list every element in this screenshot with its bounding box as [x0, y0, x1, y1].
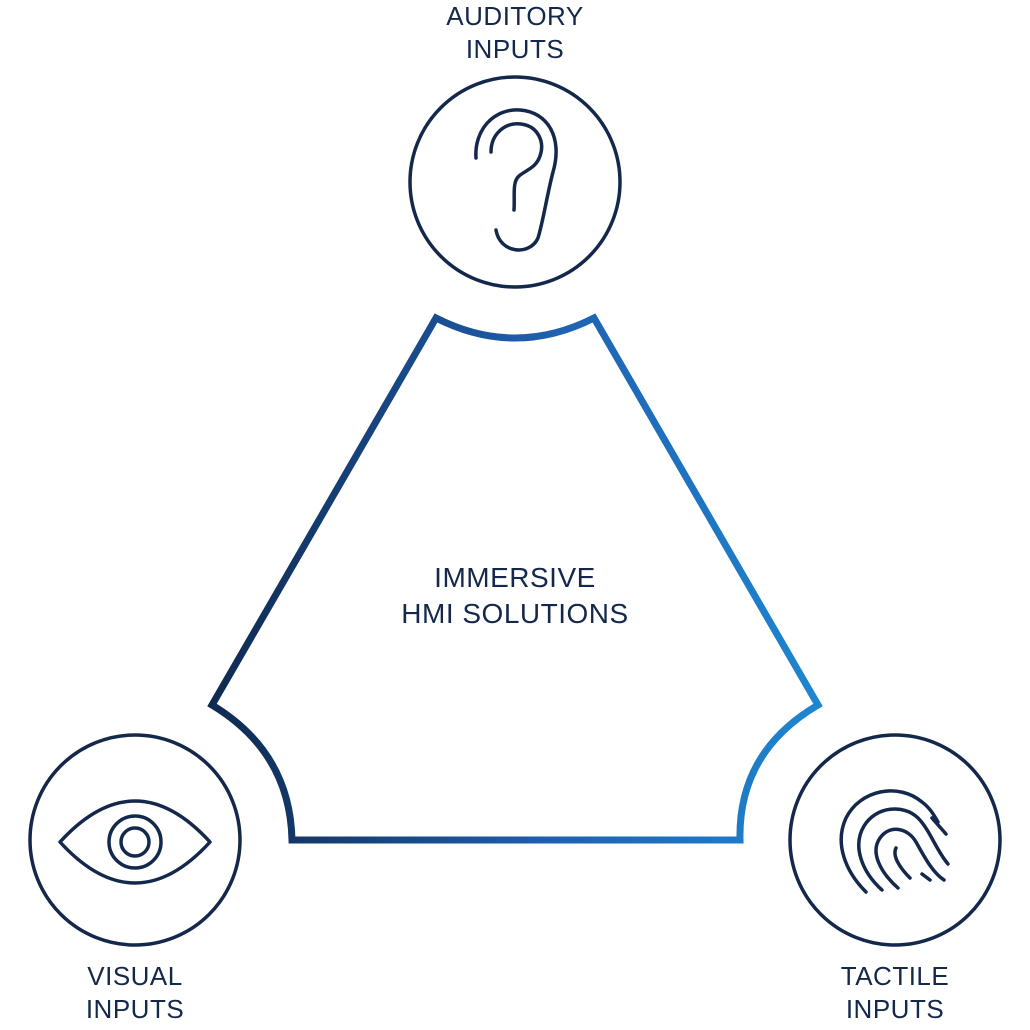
tactile-label-line2: INPUTS	[845, 994, 945, 1024]
visual-label-line1: VISUAL	[87, 961, 183, 991]
fingerprint-icon	[839, 789, 950, 894]
eye-icon	[58, 799, 212, 885]
visual-circle	[28, 733, 242, 947]
auditory-label-line2: INPUTS	[465, 34, 565, 64]
center-title-line2: HMI SOLUTIONS	[401, 598, 629, 629]
auditory-circle	[408, 75, 622, 289]
tactile-circle	[788, 733, 1002, 947]
visual-label-line2: INPUTS	[85, 994, 185, 1024]
tactile-inputs-label: TACTILE INPUTS	[745, 960, 1030, 1026]
auditory-inputs-label: AUDITORY INPUTS	[365, 0, 665, 66]
center-title: IMMERSIVE HMI SOLUTIONS	[315, 560, 715, 632]
ear-icon	[474, 108, 558, 252]
hmi-triangle-shape	[207, 313, 823, 844]
center-title-line1: IMMERSIVE	[434, 562, 596, 593]
visual-inputs-label: VISUAL INPUTS	[0, 960, 285, 1026]
visual-node	[28, 733, 242, 947]
tactile-node	[788, 733, 1002, 947]
auditory-node	[408, 75, 622, 289]
tactile-label-line1: TACTILE	[840, 961, 950, 991]
auditory-label-line1: AUDITORY	[446, 1, 584, 31]
